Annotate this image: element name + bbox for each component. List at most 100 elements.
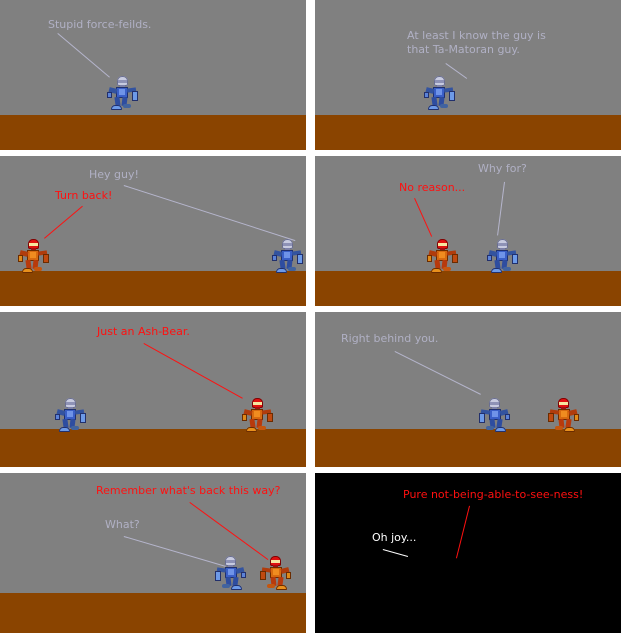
sprite-part-fistl: [242, 414, 247, 421]
character-sprite-blue: [485, 238, 519, 274]
panel-7: Remember what's back this way?What?: [0, 473, 306, 633]
sprite-part-visor: [271, 560, 280, 563]
ground: [0, 115, 306, 150]
sprite-part-footr: [443, 267, 451, 271]
sprite-part-neck: [120, 85, 125, 87]
sprite-part-fistr: [267, 413, 273, 422]
sprite-part-visor: [490, 402, 499, 405]
sprite-part-footr: [555, 426, 563, 430]
sprite-part-chest: [67, 411, 73, 417]
sprite-part-fistr: [132, 91, 138, 101]
panel-5: Just an Ash-Bear.: [0, 312, 306, 467]
character-sprite-red: [547, 397, 581, 433]
caption-text: that Ta-Matoran guy.: [407, 43, 520, 56]
character-sprite-red: [425, 238, 459, 274]
sprite-part-footr: [222, 584, 230, 588]
sprite-part-neck: [31, 248, 36, 250]
caption-text: Right behind you.: [341, 332, 439, 345]
sprite-part-visor: [226, 560, 235, 563]
caption-text: Pure not-being-able-to-see-ness!: [403, 488, 584, 501]
sprite-part-fistl: [55, 414, 60, 420]
sprite-part-fistl: [241, 572, 246, 578]
sprite-part-fistr: [452, 254, 458, 263]
character-sprite-blue: [478, 397, 512, 433]
sprite-part-chest: [273, 569, 279, 575]
sprite-part-visor: [498, 243, 507, 246]
ground: [0, 593, 306, 633]
sprite-part-footl: [22, 268, 33, 273]
panel-4: Why for? No reason...: [315, 156, 621, 306]
sprite-part-footr: [288, 267, 296, 271]
sprite-part-footl: [428, 105, 439, 110]
sprite-part-fistr: [512, 254, 518, 264]
sprite-part-fistl: [424, 92, 429, 98]
panel-8: Pure not-being-able-to-see-ness!Oh joy..…: [315, 473, 621, 633]
ground: [315, 429, 621, 467]
sprite-part-footl: [276, 268, 287, 273]
sprite-part-fistr: [297, 254, 303, 264]
caption-text: Remember what's back this way?: [96, 484, 281, 497]
sprite-part-fistr: [43, 254, 49, 263]
character-sprite-blue: [53, 397, 87, 433]
sprite-part-neck: [437, 85, 442, 87]
sprite-part-footr: [71, 426, 79, 430]
caption-text: Why for?: [478, 162, 527, 175]
sprite-part-footr: [503, 267, 511, 271]
sprite-part-footr: [267, 584, 275, 588]
sprite-part-footl: [111, 105, 122, 110]
sprite-part-footr: [486, 426, 494, 430]
sprite-part-visor: [29, 243, 38, 246]
sprite-part-visor: [438, 243, 447, 246]
ground: [315, 271, 621, 306]
sprite-part-footl: [495, 427, 506, 432]
ground: [0, 429, 306, 467]
character-sprite-blue: [105, 75, 139, 111]
ground: [315, 115, 621, 150]
sprite-part-neck: [285, 248, 290, 250]
sprite-part-chest: [492, 411, 498, 417]
sprite-part-chest: [30, 252, 36, 258]
sprite-part-fistl: [487, 255, 492, 261]
sprite-part-footl: [231, 585, 242, 590]
sprite-part-fistr: [548, 413, 554, 422]
sprite-part-fistl: [272, 255, 277, 261]
caption-text: No reason...: [399, 181, 466, 194]
sprite-part-chest: [254, 411, 260, 417]
character-sprite-red: [259, 555, 293, 591]
sprite-part-footl: [59, 427, 70, 432]
sprite-part-fistl: [574, 414, 579, 421]
sprite-part-fistr: [80, 413, 86, 423]
sprite-part-chest: [439, 252, 445, 258]
sprite-part-chest: [436, 89, 442, 95]
sprite-part-footl: [276, 585, 287, 590]
ground: [0, 271, 306, 306]
character-sprite-blue: [270, 238, 304, 274]
sprite-part-footl: [246, 427, 257, 432]
sprite-part-visor: [66, 402, 75, 405]
sprite-part-visor: [435, 80, 444, 83]
sprite-part-visor: [559, 402, 568, 405]
sprite-part-chest: [499, 252, 505, 258]
sprite-part-chest: [561, 411, 567, 417]
sprite-part-footr: [440, 104, 448, 108]
sprite-part-fistl: [286, 572, 291, 579]
sprite-part-chest: [284, 252, 290, 258]
sprite-part-footr: [258, 426, 266, 430]
caption-text: At least I know the guy is: [407, 29, 546, 42]
caption-text: Hey guy!: [89, 168, 139, 181]
panel-6: Right behind you.: [315, 312, 621, 467]
sprite-part-chest: [119, 89, 125, 95]
sprite-part-neck: [68, 407, 73, 409]
character-sprite-red: [16, 238, 50, 274]
sprite-part-fistl: [18, 255, 23, 262]
sprite-part-fistr: [215, 571, 221, 581]
caption-text: Turn back!: [55, 189, 113, 202]
sprite-part-footl: [491, 268, 502, 273]
sprite-part-neck: [255, 407, 260, 409]
sprite-part-fistl: [505, 414, 510, 420]
sprite-part-fistl: [427, 255, 432, 262]
sprite-part-neck: [500, 248, 505, 250]
sprite-part-visor: [253, 402, 262, 405]
character-sprite-red: [240, 397, 274, 433]
